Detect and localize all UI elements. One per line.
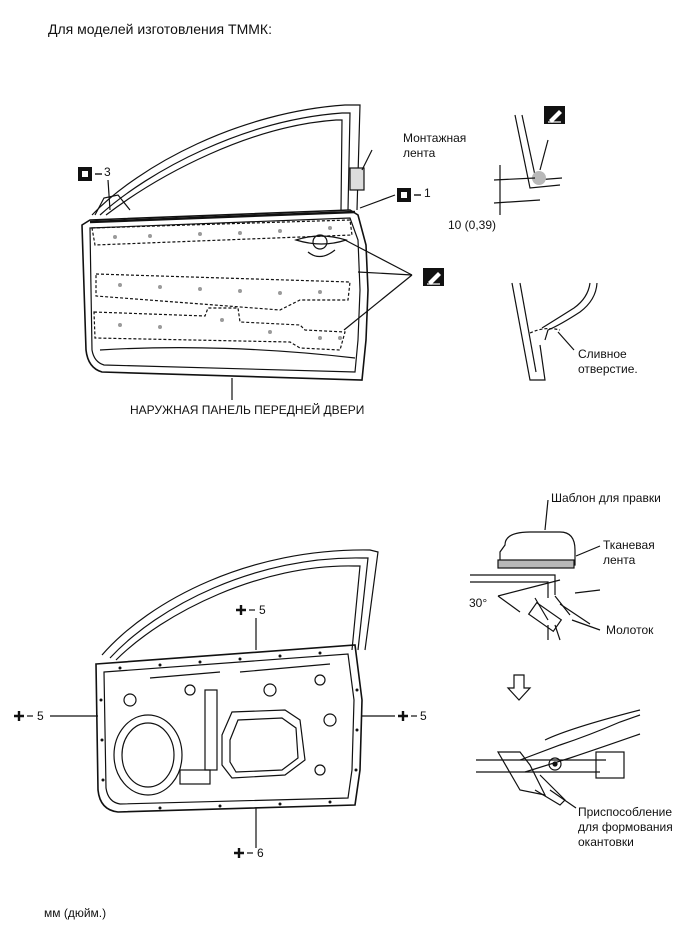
sealer-icon: [544, 106, 565, 124]
hem-template-detail: [470, 499, 601, 641]
weld-count-right: 5: [420, 709, 427, 723]
bolt-icon: [78, 167, 102, 181]
mounting-tape: [349, 167, 365, 191]
weld-count-bottom: 6: [257, 846, 264, 860]
bolt-icon: [397, 188, 421, 202]
weld-count-top: 5: [259, 603, 266, 617]
hem-detail-sealer: [493, 114, 563, 215]
label-hemming-tool: Приспособление для формования окантовки: [578, 805, 673, 849]
label-angle: 30°: [469, 596, 488, 610]
label-cloth-tape: Тканевая лента: [603, 538, 655, 567]
hemming-tool-detail: [476, 709, 641, 809]
label-drain-hole: Сливное отверстие.: [578, 347, 638, 376]
weld-seam-dots: [99, 651, 359, 810]
label-template: Шаблон для правки: [551, 491, 661, 505]
callout-bolt-3: 3: [104, 165, 111, 179]
page-title: Для моделей изготовления ТММК:: [48, 21, 272, 37]
weld-plus-icon: [14, 605, 417, 858]
units-note: мм (дюйм.): [44, 906, 107, 920]
down-arrow-icon: [506, 674, 532, 701]
label-outer-panel: НАРУЖНАЯ ПАНЕЛЬ ПЕРЕДНЕЙ ДВЕРИ: [130, 403, 365, 417]
front-door-inner-panel: [95, 549, 379, 813]
sealer-icon: [423, 268, 444, 286]
label-mount-tape: Монтажная лента: [403, 131, 467, 160]
hem-detail-drain: [511, 282, 598, 381]
front-door-outer-panel: [81, 104, 369, 381]
callout-bolt-1: 1: [424, 186, 431, 200]
weld-count-left: 5: [37, 709, 44, 723]
label-hammer: Молоток: [606, 623, 654, 637]
label-dimension: 10 (0,39): [448, 218, 497, 232]
sealer-dots: [113, 226, 342, 340]
